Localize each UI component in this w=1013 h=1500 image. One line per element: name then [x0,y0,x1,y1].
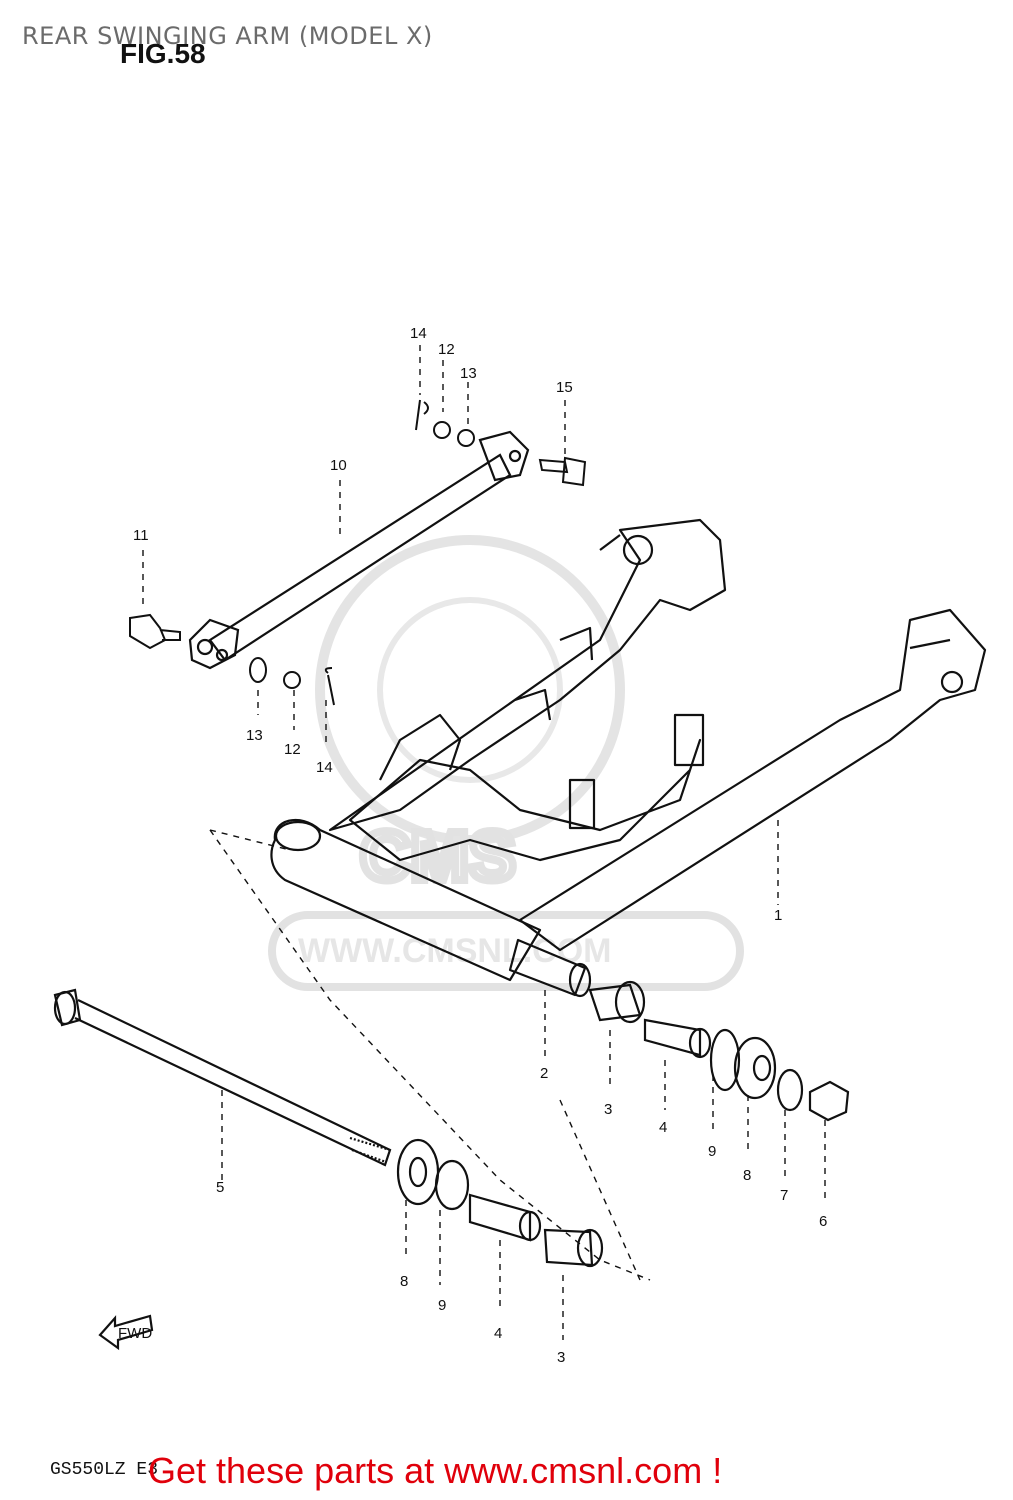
callout-14-top: 14 [410,325,427,342]
nut-6 [808,1080,850,1122]
callout-13-left: 13 [246,727,263,744]
callout-1: 1 [774,907,782,924]
callout-9-left: 9 [438,1297,446,1314]
callout-10: 10 [330,457,347,474]
nut-top [433,421,451,439]
callout-4-right: 4 [659,1119,667,1136]
callout-7: 7 [780,1187,788,1204]
right-arm [518,608,987,952]
nut-12-left [283,671,301,689]
washer-top [457,429,475,447]
callout-12-left: 12 [284,741,301,758]
bolt-11 [129,613,181,650]
model-code: GS550LZ E3 [50,1460,159,1480]
callout-2: 2 [540,1065,548,1082]
callout-13-top: 13 [460,365,477,382]
callout-11: 11 [133,527,149,544]
cotter-pin-top [415,399,429,431]
watermark: CMS WWW.CMSNL.COM [268,535,744,991]
spacer-4-right [643,1018,702,1057]
callout-numbers: 14 12 13 15 10 11 13 12 14 1 2 3 4 9 8 7… [133,325,827,1366]
seal-9-right [709,1028,741,1092]
washer-8-left [396,1138,440,1206]
guide-lines [142,345,826,1340]
callout-3-left: 3 [557,1349,565,1366]
callout-15: 15 [556,379,573,396]
seal-9-left [434,1159,470,1211]
promo-link[interactable]: Get these parts at www.cmsnl.com ! [148,1450,723,1491]
callout-5: 5 [216,1179,224,1196]
callout-14-left: 14 [316,759,333,776]
left-arm [328,518,727,832]
figure-label: FIG.58 [120,38,206,69]
bolt-15 [538,456,587,487]
page-title: REAR SWINGING ARM (MODEL X) [22,22,433,50]
callout-8-right: 8 [743,1167,751,1184]
washer-8-right [733,1036,777,1100]
bushings-right [588,980,850,1122]
torque-rod [188,430,530,670]
callout-8-left: 8 [400,1273,408,1290]
hardware-top [129,399,587,706]
callout-4-left: 4 [494,1325,502,1342]
fwd-label: FWD [118,1325,152,1342]
fwd-arrow-icon [98,1314,154,1351]
arm-frame [270,518,987,998]
callout-9-right: 9 [708,1143,716,1160]
bushings-left [396,1138,604,1268]
watermark-helmet [315,535,625,845]
callout-6: 6 [819,1213,827,1230]
pivot-tube [270,819,542,982]
callout-12-top: 12 [438,341,455,358]
watermark-url-text: WWW.CMSNL.COM [298,932,612,970]
cotter-pin-left [324,667,335,706]
washer-13-left [249,657,267,683]
washer-7 [776,1068,804,1112]
callout-3-right: 3 [604,1101,612,1118]
pivot-bolt [53,988,392,1167]
cross-member [348,738,702,862]
